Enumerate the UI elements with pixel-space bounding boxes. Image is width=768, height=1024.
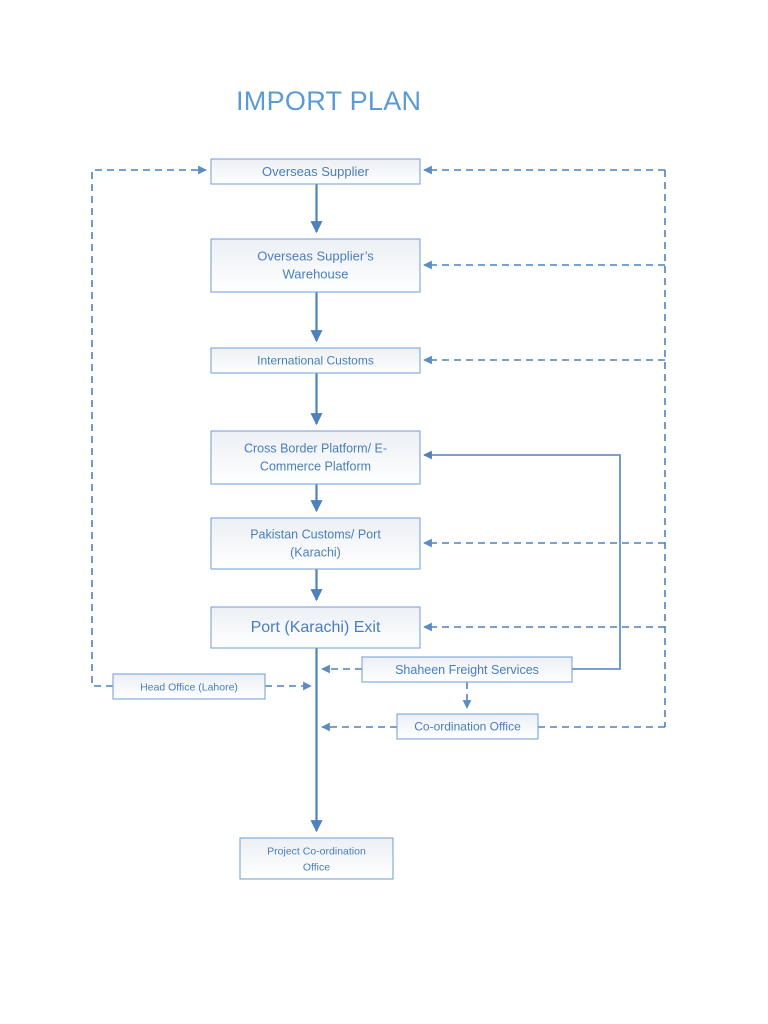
node-head-office-lahore[interactable]: Head Office (Lahore) [112, 673, 266, 700]
node-shaheen-freight-services-label: Shaheen Freight Services [395, 663, 539, 677]
node-project-coordination-office[interactable]: Project Co-ordination Office [239, 837, 394, 880]
edge-shaheen-to-crossborder [423, 450, 621, 670]
node-head-office-lahore-label: Head Office (Lahore) [140, 681, 238, 693]
node-coordination-office-box[interactable] [396, 713, 539, 740]
node-pakistan-customs-port[interactable]: Pakistan Customs/ Port (Karachi) [210, 517, 421, 570]
page-title: IMPORT PLAN [236, 86, 421, 116]
node-international-customs[interactable]: International Customs [210, 347, 421, 374]
edge-group-head-office-loop [91, 165, 312, 691]
node-cross-border-platform-label-line2: Commerce Platform [260, 459, 371, 473]
node-overseas-supplier[interactable]: Overseas Supplier [210, 158, 421, 185]
node-international-customs-box[interactable] [210, 347, 421, 374]
node-overseas-supplier-warehouse-label-line2: Warehouse [283, 266, 349, 281]
node-overseas-supplier-box[interactable] [210, 158, 421, 185]
node-coordination-office-label: Co-ordination Office [414, 720, 521, 734]
node-international-customs-label: International Customs [257, 354, 374, 368]
node-project-coordination-office-label-line2: Office [303, 861, 330, 873]
node-cross-border-platform[interactable]: Cross Border Platform/ E- Commerce Platf… [210, 430, 421, 485]
edge-group-spine-feeds [321, 664, 472, 732]
node-port-karachi-exit-label: Port (Karachi) Exit [251, 619, 381, 636]
node-port-karachi-exit-box[interactable] [210, 606, 421, 649]
edge-group-right-dashed-trunk [423, 165, 666, 728]
edge-group-shaheen-return [423, 450, 621, 670]
node-coordination-office[interactable]: Co-ordination Office [396, 713, 539, 740]
node-overseas-supplier-warehouse-label-line1: Overseas Supplier’s [257, 248, 374, 263]
node-overseas-supplier-warehouse[interactable]: Overseas Supplier’s Warehouse [210, 238, 421, 293]
node-pakistan-customs-port-label-line1: Pakistan Customs/ Port [250, 527, 381, 541]
node-overseas-supplier-label: Overseas Supplier [262, 164, 370, 179]
node-cross-border-platform-box[interactable] [210, 430, 421, 485]
node-head-office-lahore-box[interactable] [112, 673, 266, 700]
node-cross-border-platform-label-line1: Cross Border Platform/ E- [244, 441, 387, 455]
node-overseas-supplier-warehouse-box[interactable] [210, 238, 421, 293]
node-shaheen-freight-services-box[interactable] [361, 656, 573, 683]
node-shaheen-freight-services[interactable]: Shaheen Freight Services [361, 656, 573, 683]
edge-headoffice-to-overseas-supplier [91, 165, 207, 687]
node-project-coordination-office-box[interactable] [239, 837, 394, 880]
node-pakistan-customs-port-label-line2: (Karachi) [290, 545, 341, 559]
node-pakistan-customs-port-box[interactable] [210, 517, 421, 570]
node-project-coordination-office-label-line1: Project Co-ordination [267, 845, 366, 857]
node-port-karachi-exit[interactable]: Port (Karachi) Exit [210, 606, 421, 649]
